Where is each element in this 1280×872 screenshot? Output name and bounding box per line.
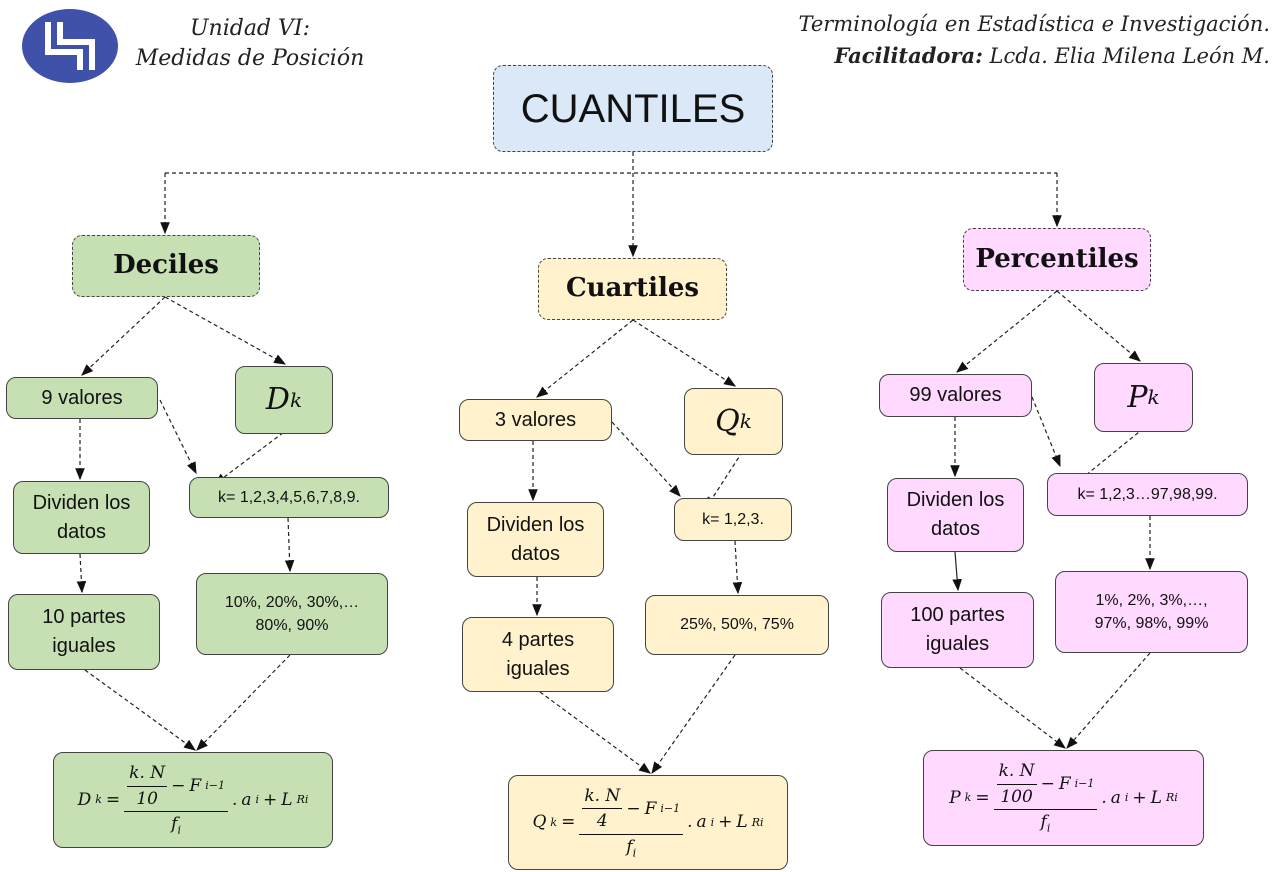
cuartiles-k-values: k= 1,2,3. bbox=[674, 498, 792, 541]
percentiles-count: 99 valores bbox=[879, 374, 1032, 417]
title-box: CUANTILES bbox=[493, 65, 773, 152]
course-heading: Terminología en Estadística e Investigac… bbox=[798, 12, 1270, 68]
percentiles-percents: 1%, 2%, 3%,…, 97%, 98%, 99% bbox=[1055, 571, 1248, 653]
deciles-divide: Dividen los datos bbox=[13, 481, 150, 554]
deciles-title: Deciles bbox=[72, 235, 260, 297]
unit-heading: Unidad VI:Medidas de Posición bbox=[135, 16, 365, 71]
percentiles-parts: 100 partes iguales bbox=[881, 592, 1034, 668]
university-logo bbox=[22, 9, 118, 83]
percentiles-divide: Dividen los datos bbox=[887, 478, 1024, 552]
cuartiles-title: Cuartiles bbox=[538, 258, 727, 320]
deciles-count: 9 valores bbox=[6, 377, 158, 419]
cuartiles-parts: 4 partes iguales bbox=[462, 617, 614, 692]
deciles-k-values: k= 1,2,3,4,5,6,7,8,9. bbox=[189, 477, 389, 518]
percentiles-title: Percentiles bbox=[963, 228, 1151, 291]
percentiles-k-values: k= 1,2,3…97,98,99. bbox=[1047, 473, 1248, 516]
deciles-percents: 10%, 20%, 30%,… 80%, 90% bbox=[196, 573, 388, 655]
deciles-parts: 10 partes iguales bbox=[8, 594, 160, 670]
cuartiles-count: 3 valores bbox=[459, 399, 612, 441]
cuartiles-percents: 25%, 50%, 75% bbox=[645, 595, 829, 655]
cuartiles-divide: Dividen los datos bbox=[467, 502, 604, 577]
